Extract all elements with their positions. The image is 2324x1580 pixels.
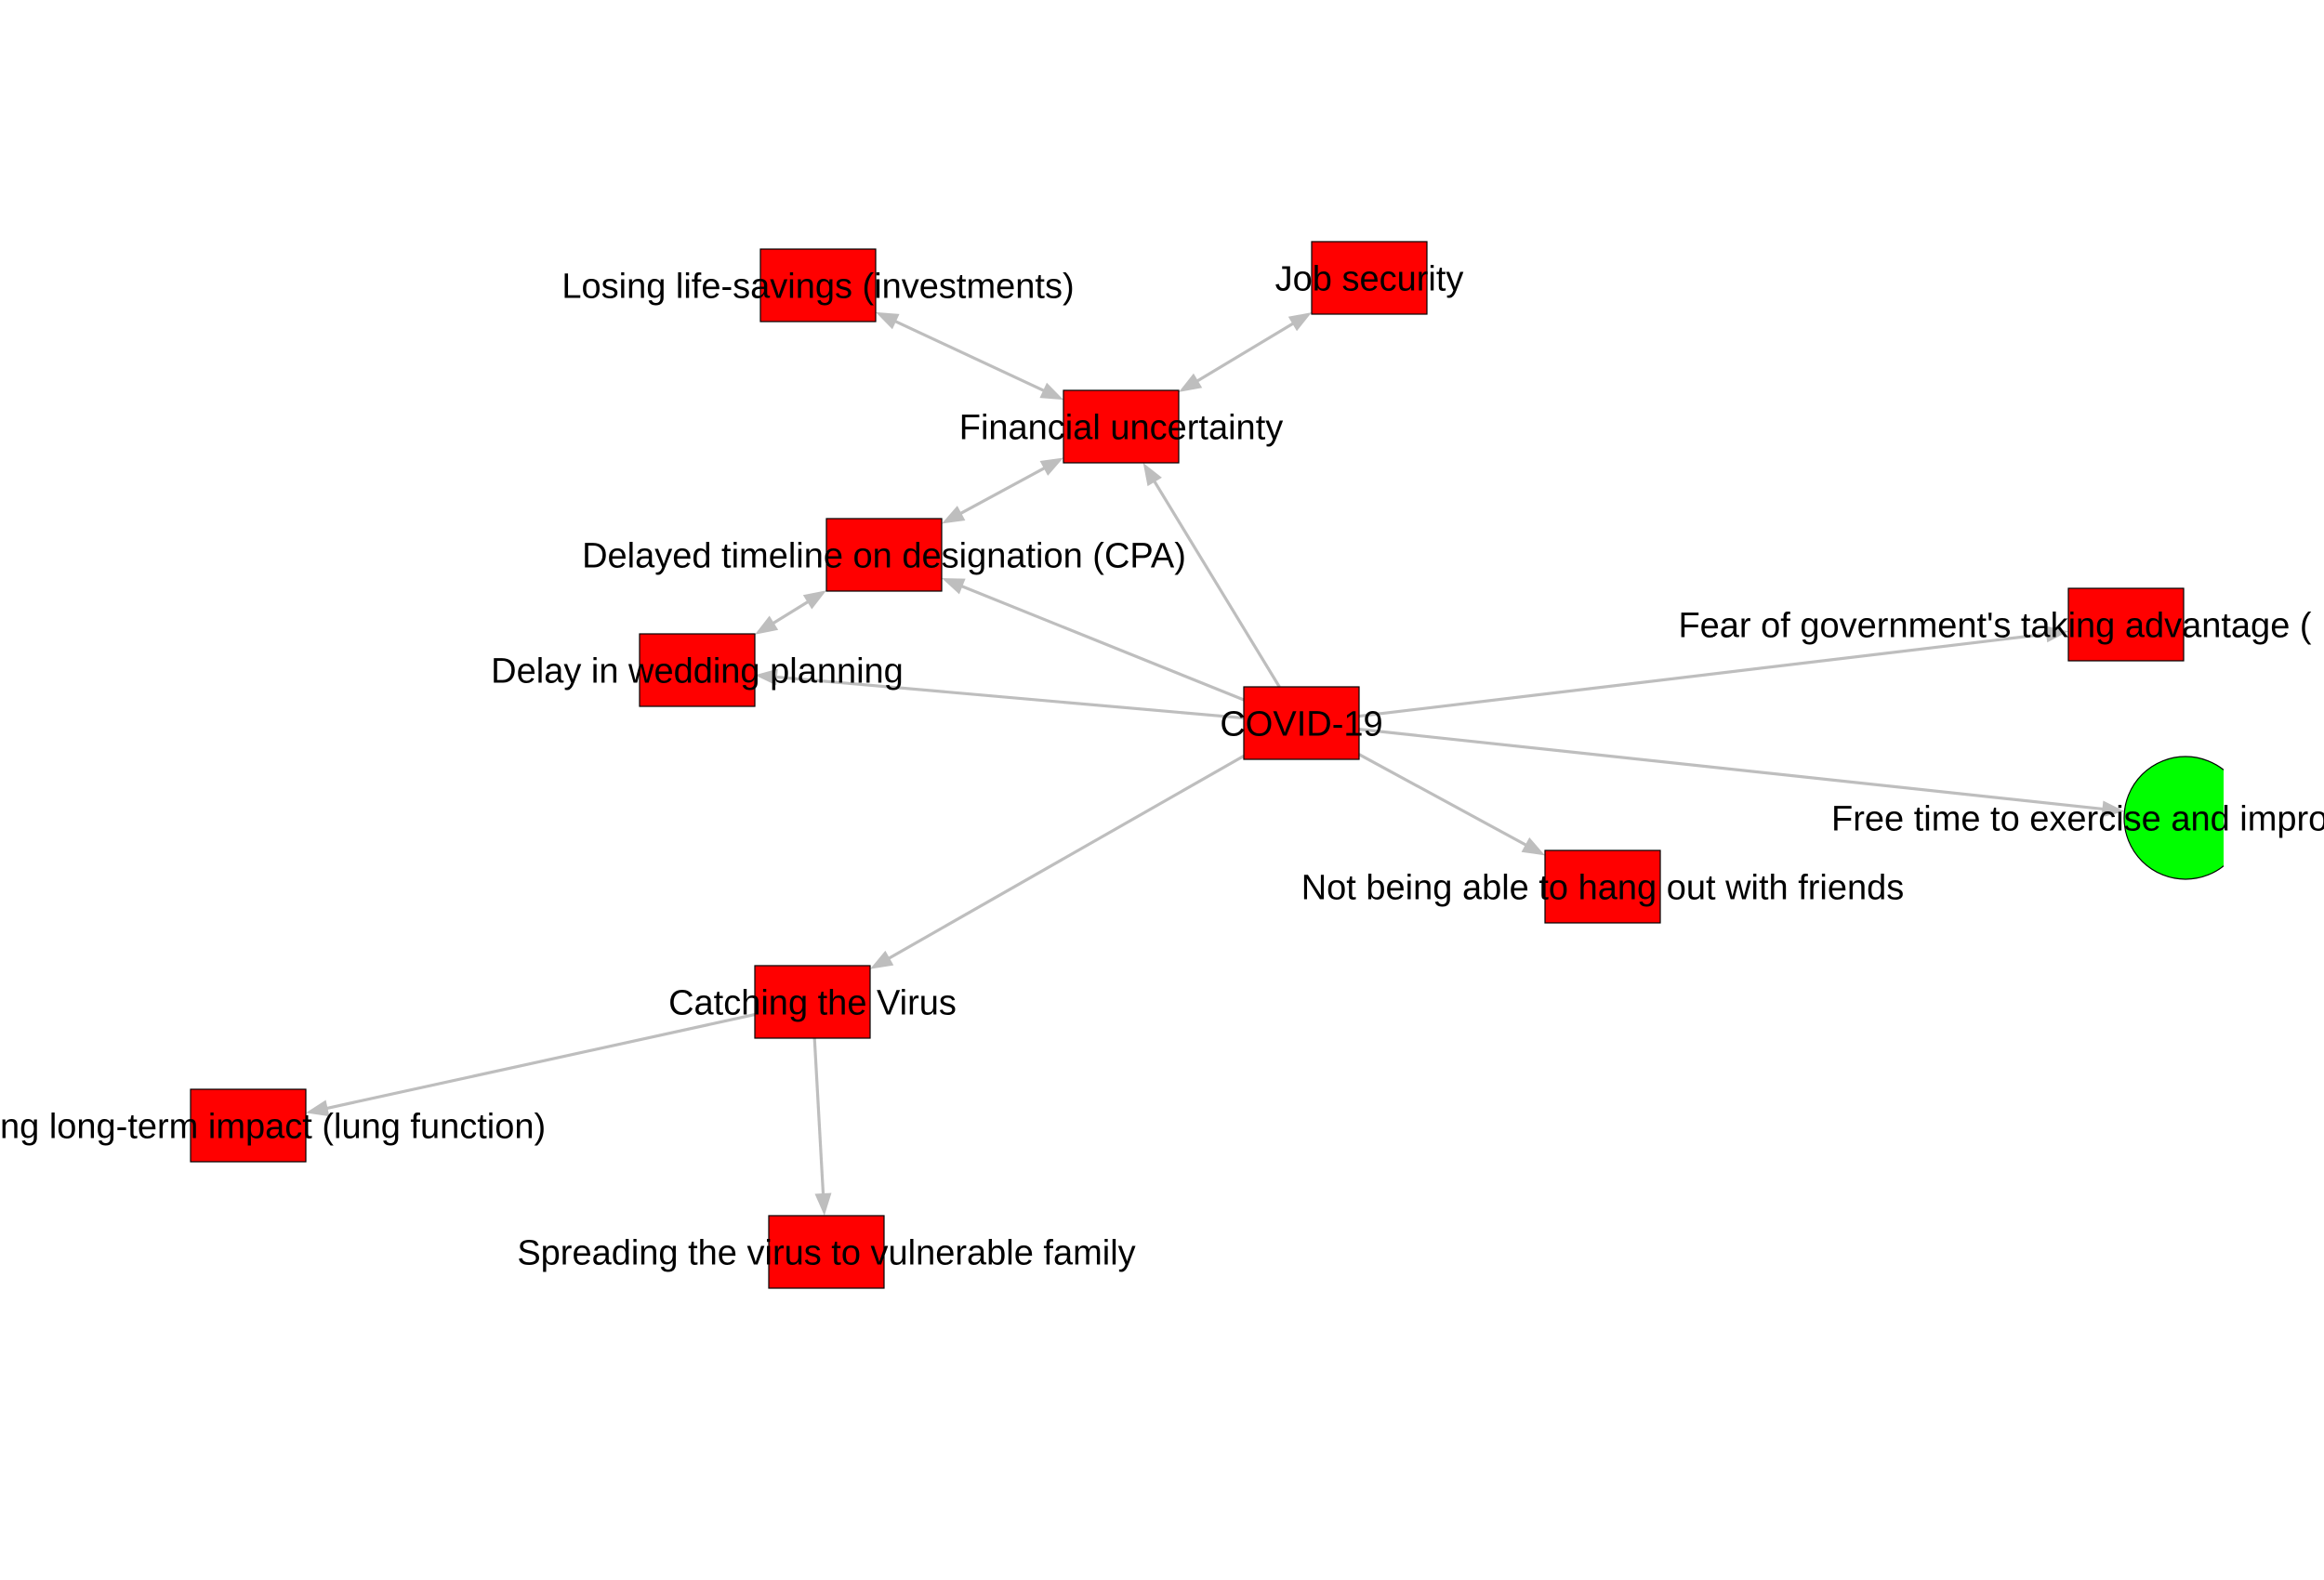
edge-line xyxy=(1358,632,2051,718)
arrow-head xyxy=(755,615,779,635)
arrow-head xyxy=(2101,800,2125,818)
edge-line xyxy=(770,599,812,626)
arrow-head xyxy=(306,1099,330,1117)
edge-catching-to-lung xyxy=(306,1013,756,1117)
node-freetime xyxy=(2123,756,2224,880)
node-fear xyxy=(2067,587,2185,662)
node-label-covid: COVID-19 xyxy=(1220,704,1382,744)
edge-line xyxy=(1151,478,1281,688)
node-lung xyxy=(190,1088,307,1163)
arrow-head-reverse xyxy=(1039,457,1063,476)
edge-line xyxy=(1358,728,2106,811)
edge-covid-to-catching xyxy=(870,754,1245,969)
node-label-cpa: Delayed timeline on designation (CPA) xyxy=(582,536,1186,575)
node-covid xyxy=(1243,686,1360,760)
node-label-lung: ng long-term impact (lung function) xyxy=(0,1107,546,1146)
arrow-head-reverse xyxy=(1039,382,1063,401)
node-friends xyxy=(1544,849,1661,924)
edge-line xyxy=(812,1037,825,1198)
edge-covid-to-friends xyxy=(1358,753,1545,856)
edge-line xyxy=(772,675,1245,720)
arrow-head xyxy=(942,506,966,524)
arrow-head xyxy=(876,311,900,330)
node-label-spreading: Spreading the virus to vulnerable family xyxy=(517,1233,1135,1272)
arrow-head xyxy=(814,1192,832,1216)
edges-layer xyxy=(306,311,2125,1216)
edge-line xyxy=(891,318,1048,394)
edge-covid-to-wedding xyxy=(755,668,1245,720)
node-financial xyxy=(1063,389,1180,464)
node-cpa xyxy=(825,518,943,592)
arrow-head xyxy=(1287,312,1312,332)
edge-cpa-to-wedding xyxy=(755,590,826,635)
arrow-head xyxy=(755,668,778,686)
nodes-layer xyxy=(190,241,2224,1289)
edge-financial-to-losing xyxy=(876,311,1063,401)
node-job xyxy=(1311,241,1428,315)
node-label-job: Job security xyxy=(1275,259,1464,298)
node-losing xyxy=(759,248,877,323)
labels-layer: COVID-19 Financial uncertainty Losing life… xyxy=(0,259,2324,1272)
arrow-head xyxy=(1521,836,1545,856)
edge-line xyxy=(1194,321,1297,384)
node-label-catching: Catching the Virus xyxy=(668,983,957,1022)
edge-financial-to-cpa xyxy=(942,457,1063,524)
node-label-friends: Not being able to hang out with friends xyxy=(1301,868,1905,907)
arrow-head xyxy=(1142,463,1162,487)
edge-line xyxy=(1358,753,1530,849)
node-label-financial: Financial uncertainty xyxy=(959,408,1284,447)
edge-covid-to-financial xyxy=(1142,463,1281,688)
node-catching xyxy=(754,965,871,1039)
node-label-freetime: Free time to exercise and impro xyxy=(1831,799,2324,838)
edge-line xyxy=(957,583,1245,702)
node-spreading xyxy=(768,1215,885,1289)
arrow-head xyxy=(942,577,966,595)
node-wedding xyxy=(639,633,756,707)
node-label-wedding: Delay in wedding planning xyxy=(491,652,904,691)
arrow-head-reverse xyxy=(1179,373,1203,392)
edge-covid-to-freetime xyxy=(1358,728,2125,818)
edge-line xyxy=(885,754,1245,962)
edge-financial-to-job xyxy=(1179,312,1312,392)
edge-line xyxy=(324,1013,756,1111)
edge-covid-to-cpa xyxy=(942,577,1245,702)
edge-line xyxy=(957,465,1049,517)
node-label-fear: Fear of government's taking advantage ( xyxy=(1678,606,2311,645)
arrow-head-reverse xyxy=(802,590,826,610)
arrow-head xyxy=(2045,625,2068,643)
node-label-losing: Losing life-savings (investments) xyxy=(561,267,1074,306)
arrow-head xyxy=(870,950,894,969)
edge-covid-to-fear xyxy=(1358,625,2068,718)
edge-catching-to-spreading xyxy=(812,1037,832,1216)
